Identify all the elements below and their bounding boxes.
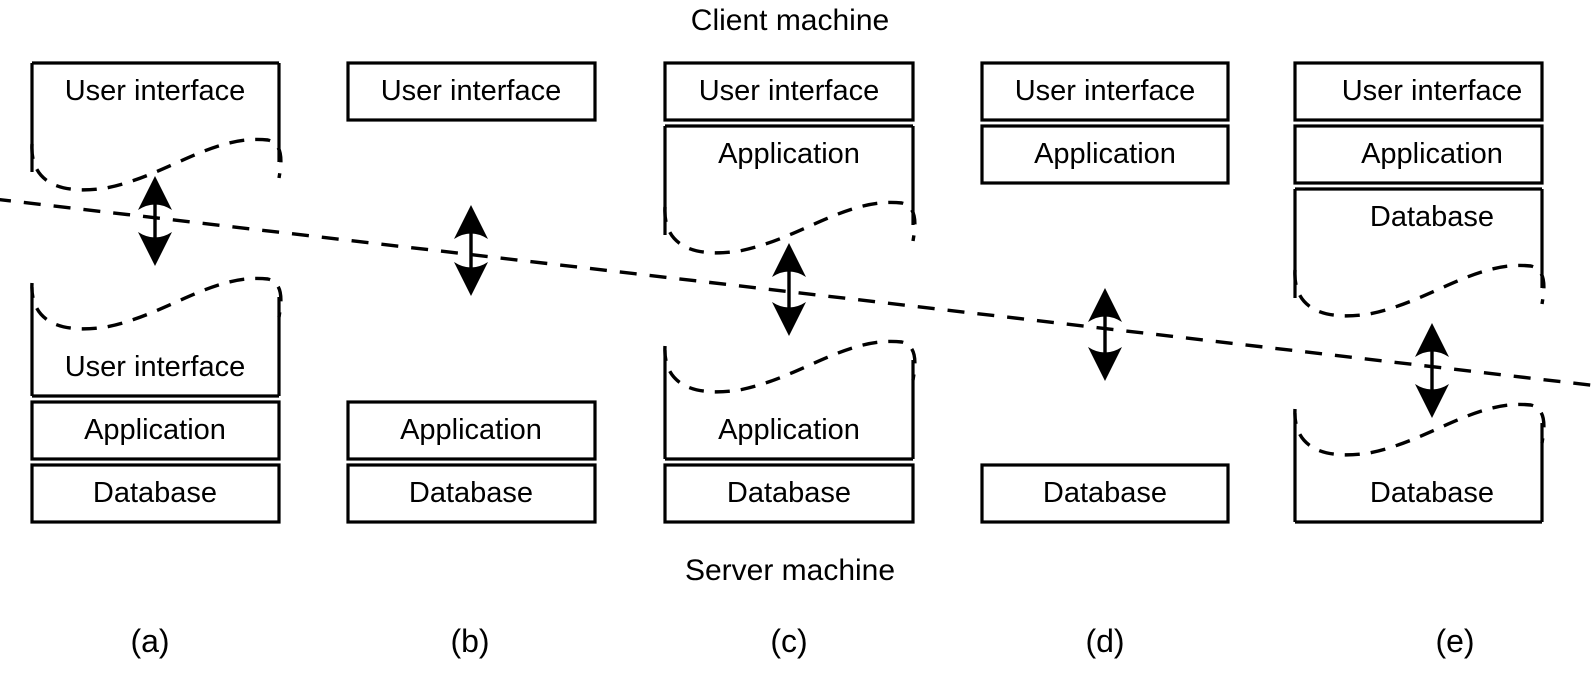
tier-box: Database [663,463,915,524]
tier-label: User interface [699,75,880,107]
server-stack-e: Database [1293,402,1546,524]
bidirectional-arrow-b [454,205,488,296]
tier-label: Database [93,477,217,509]
column-caption-c: (c) [770,623,807,659]
tier-label: User interface [1342,75,1523,107]
tier-box: Database [1293,187,1546,318]
server-stack-d: Database [980,463,1230,524]
tier-box: User interface [980,61,1230,122]
bidirectional-arrow-d [1088,288,1122,381]
column-e: User interfaceApplicationDatabaseDatabas… [1293,61,1546,524]
tier-label: Database [1370,477,1494,509]
tier-box: User interface [346,61,597,122]
tier-box: Application [980,124,1230,185]
column-caption-d: (d) [1085,623,1124,659]
tier-label: Database [1043,477,1167,509]
tier-label: Application [84,414,226,446]
tier-label: User interface [381,75,562,107]
tier-box: Application [30,400,281,461]
client-machine-label: Client machine [691,4,889,37]
tier-label: Application [718,138,860,170]
tier-label: Application [718,414,860,446]
tier-box: User interface [1293,61,1544,122]
column-caption-a: (a) [130,623,169,659]
bidirectional-arrow-c [772,243,806,336]
tier-box: Database [30,463,281,524]
tier-label: User interface [65,351,246,383]
tier-label: Database [727,477,851,509]
tier-box: Database [980,463,1230,524]
column-captions-group: (a) (b) (c) (d) (e) [130,623,1474,659]
tier-label: Application [1034,138,1176,170]
tier-box: Database [346,463,597,524]
tier-box: Application [1293,124,1544,185]
bidirectional-arrow-e [1415,323,1449,418]
tier-label: Database [409,477,533,509]
tier-label: Application [1361,138,1503,170]
column-caption-e: (e) [1435,623,1474,659]
tier-box: User interface [30,61,283,192]
tier-box: Database [1293,402,1546,524]
tier-label: User interface [1015,75,1196,107]
tier-label: Database [1370,201,1494,233]
tier-box: Application [663,124,917,255]
tier-box: User interface [30,276,283,398]
tier-label: Application [400,414,542,446]
tier-box: Application [663,339,917,461]
bidirectional-arrow-a [138,176,172,266]
tier-box: User interface [663,61,915,122]
server-machine-label: Server machine [685,554,895,587]
client-stack-b: User interface [346,61,597,122]
tier-label: User interface [65,75,246,107]
client-stack-a: User interface [30,61,283,192]
column-c: User interfaceApplicationApplicationData… [663,61,917,524]
column-caption-b: (b) [450,623,489,659]
tier-box: Application [346,400,597,461]
